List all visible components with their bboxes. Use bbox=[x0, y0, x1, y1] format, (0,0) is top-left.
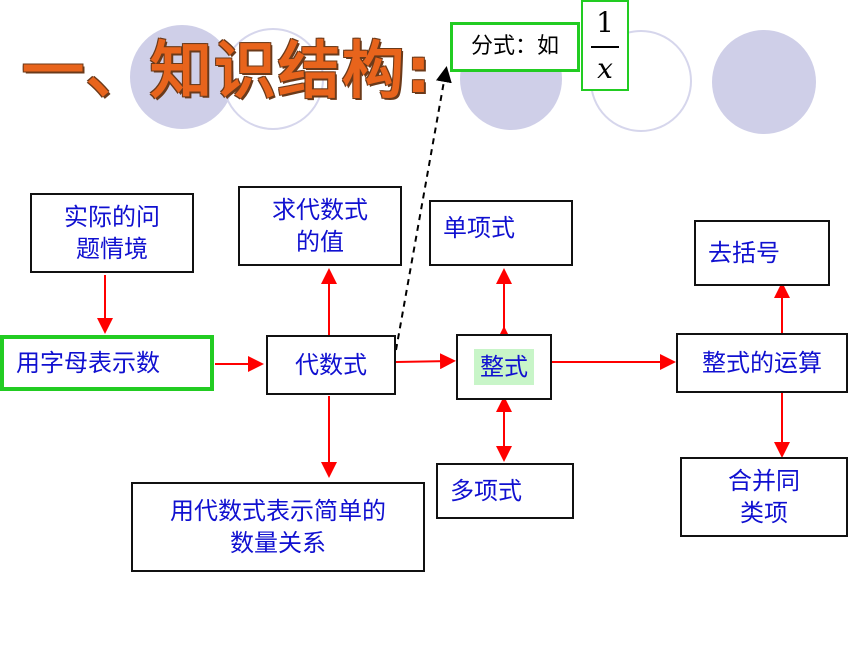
node-integral-expression: 整式 bbox=[456, 334, 552, 400]
node-algebraic-expression: 代数式 bbox=[266, 335, 396, 395]
node-label: 单项式 bbox=[443, 214, 515, 242]
node-label: 去括号 bbox=[708, 239, 780, 267]
node-label: 整式 bbox=[474, 349, 534, 385]
node-label: 求代数式的值 bbox=[272, 196, 368, 256]
node-actual-problem: 实际的问题情境 bbox=[30, 193, 194, 273]
node-monomial: 单项式 bbox=[429, 200, 573, 266]
fraction-note-label: 分式：如 bbox=[470, 34, 559, 59]
node-use-letters: 用字母表示数 bbox=[0, 335, 214, 391]
node-label: 整式的运算 bbox=[702, 349, 822, 377]
node-polynomial: 多项式 bbox=[436, 463, 574, 519]
node-combine-like-terms: 合并同类项 bbox=[680, 457, 848, 537]
node-label: 合并同类项 bbox=[728, 467, 800, 527]
node-label: 用字母表示数 bbox=[16, 349, 160, 377]
fraction-numerator: 1 bbox=[596, 6, 614, 39]
node-express-relations: 用代数式表示简单的数量关系 bbox=[131, 482, 425, 572]
decor-circle bbox=[130, 25, 234, 129]
fraction-note-box: 分式：如 bbox=[450, 22, 580, 72]
page-title: 一、知识结构: bbox=[22, 34, 433, 107]
node-label: 多项式 bbox=[450, 477, 522, 505]
decor-circle bbox=[712, 30, 816, 134]
fraction-bar bbox=[591, 46, 619, 48]
node-operations: 整式的运算 bbox=[676, 333, 848, 393]
node-remove-brackets: 去括号 bbox=[694, 220, 830, 286]
decor-circle bbox=[222, 28, 324, 130]
node-evaluate: 求代数式的值 bbox=[238, 186, 402, 266]
fraction-denominator: x bbox=[597, 52, 613, 85]
node-label: 代数式 bbox=[295, 351, 367, 379]
fraction-example: 1 x bbox=[581, 0, 629, 91]
node-label: 用代数式表示简单的数量关系 bbox=[170, 497, 386, 557]
node-label: 实际的问题情境 bbox=[64, 203, 160, 263]
